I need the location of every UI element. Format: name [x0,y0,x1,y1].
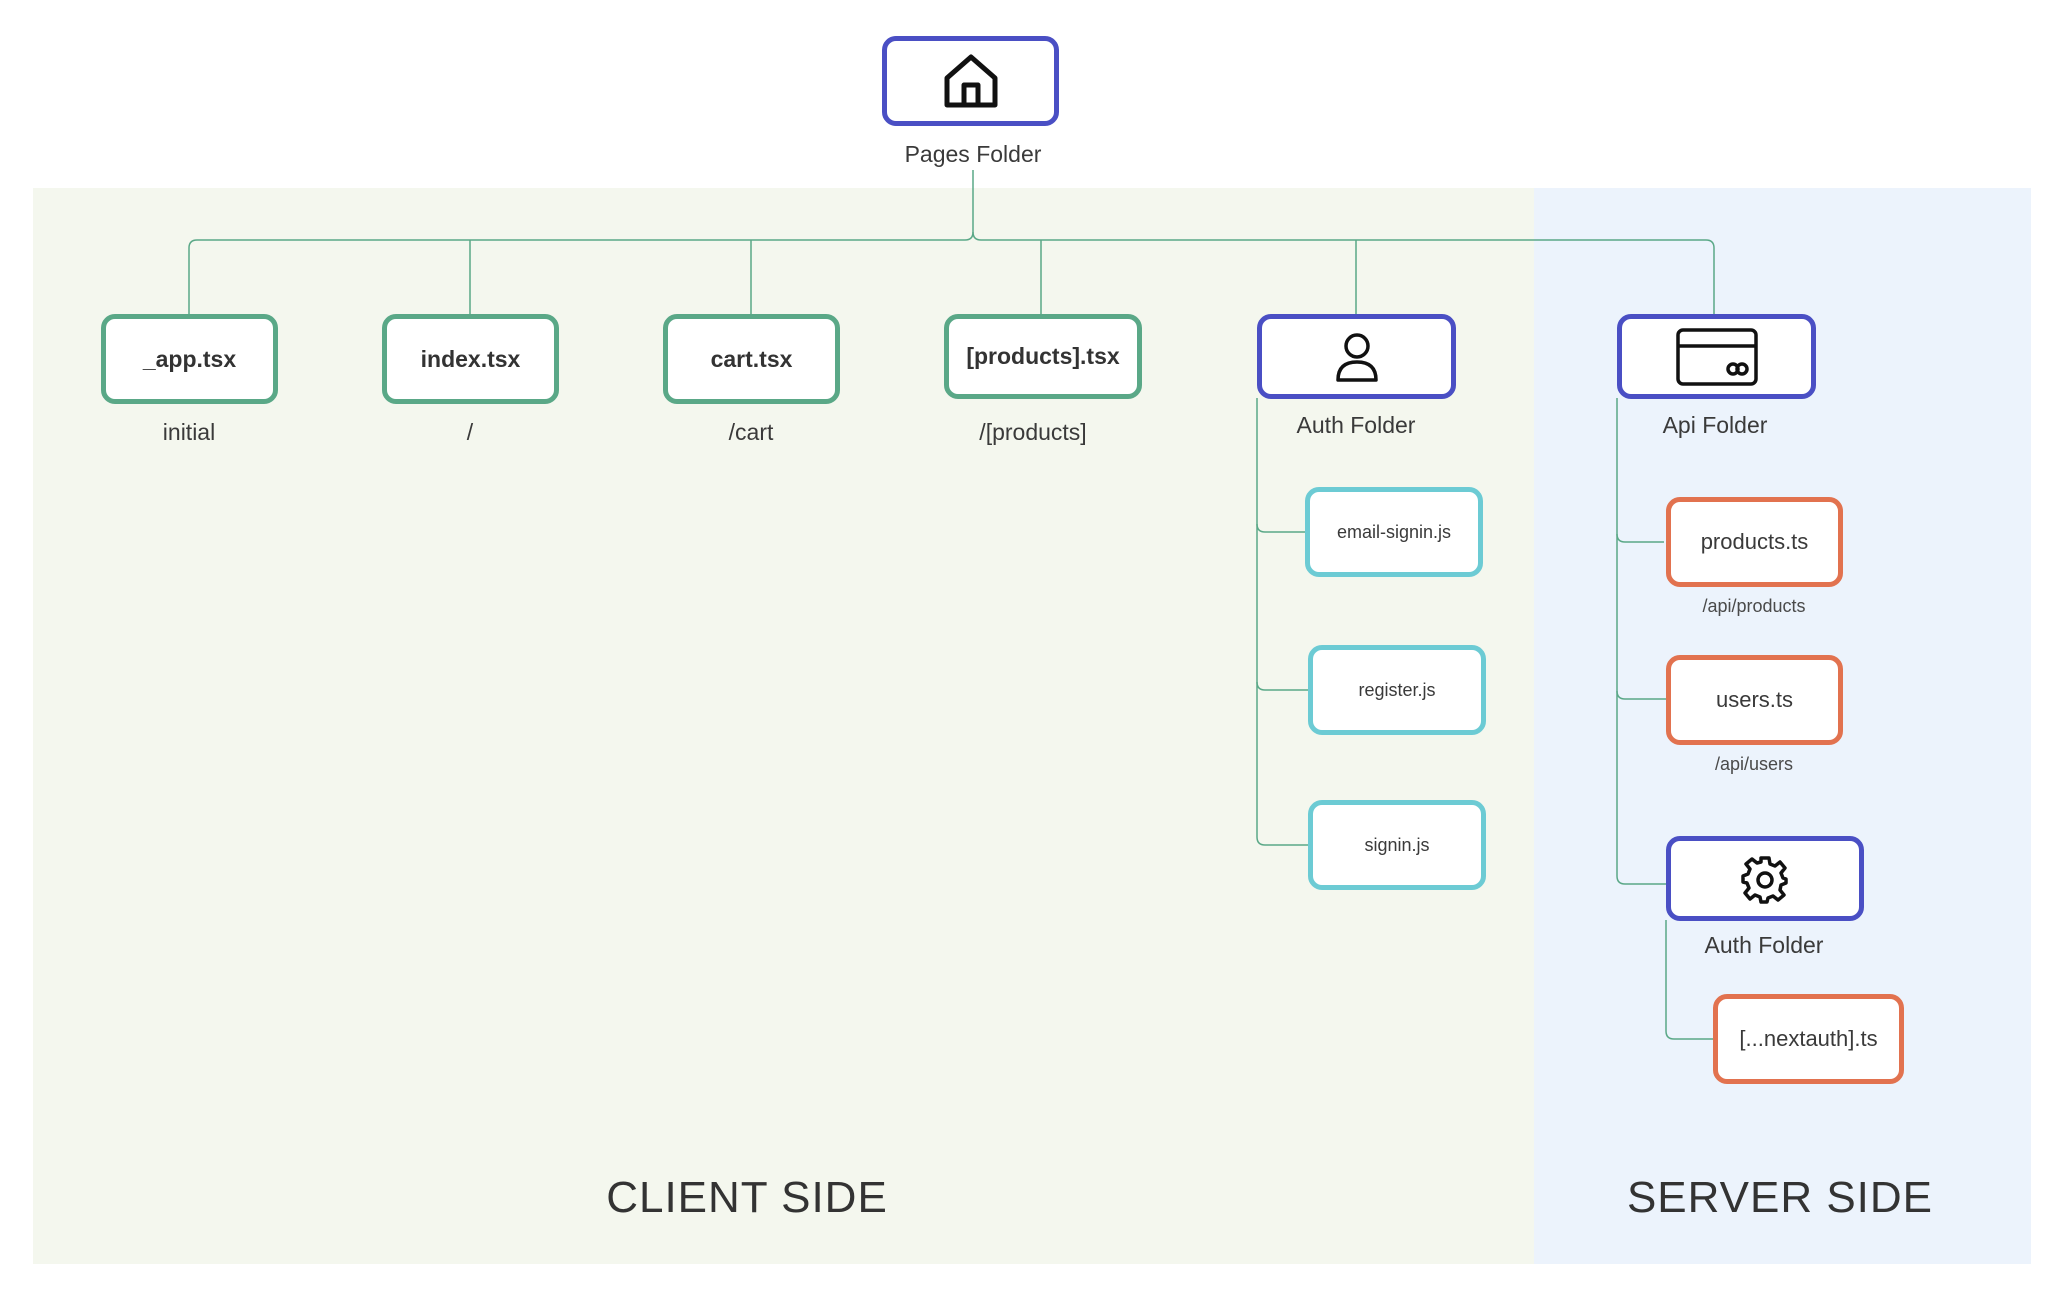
auth-file-name: email-signin.js [1336,521,1452,542]
api-file-users[interactable]: users.ts [1666,655,1843,745]
auth-file-email-signin[interactable]: email-signin.js [1305,487,1483,577]
auth-file-name: signin.js [1364,834,1430,855]
api-file-name: products.ts [1700,529,1809,554]
server-side-title: SERVER SIDE [1626,1173,1934,1222]
client-auth-folder-box[interactable] [1257,314,1456,399]
page-file-name: index.tsx [420,345,521,372]
home-icon [941,52,1001,110]
api-route: /api/users [1714,754,1794,774]
server-auth-folder-label: Auth Folder [1704,932,1824,958]
gear-icon [1740,854,1790,904]
page-file-name: _app.tsx [142,345,237,372]
page-file-name: cart.tsx [710,345,793,372]
page-file-app[interactable]: _app.tsx [101,314,278,404]
page-file-cart[interactable]: cart.tsx [663,314,840,404]
user-icon [1334,331,1380,383]
page-route: /[products] [979,419,1087,445]
api-route: /api/products [1702,596,1806,616]
page-route: / [466,419,474,445]
pages-folder-label: Pages Folder [904,141,1042,167]
api-folder-label: Api Folder [1662,412,1768,438]
page-file-index[interactable]: index.tsx [382,314,559,404]
client-side-title: CLIENT SIDE [606,1173,888,1222]
credit-card-icon [1675,327,1759,387]
page-route: /cart [728,419,774,445]
client-auth-folder-label: Auth Folder [1296,412,1416,438]
server-auth-folder-box[interactable] [1666,836,1864,921]
api-file-nextauth[interactable]: [...nextauth].ts [1713,994,1904,1084]
api-file-products[interactable]: products.ts [1666,497,1843,587]
auth-file-register[interactable]: register.js [1308,645,1486,735]
api-folder-box[interactable] [1617,314,1816,399]
pages-folder-box[interactable] [882,36,1059,126]
api-file-name: [...nextauth].ts [1739,1026,1878,1051]
auth-file-signin[interactable]: signin.js [1308,800,1486,890]
page-file-name: [products].tsx [966,343,1120,369]
page-file-products[interactable]: [products].tsx [944,314,1142,399]
api-file-name: users.ts [1715,687,1794,712]
auth-file-name: register.js [1358,679,1436,700]
page-route: initial [162,419,216,445]
